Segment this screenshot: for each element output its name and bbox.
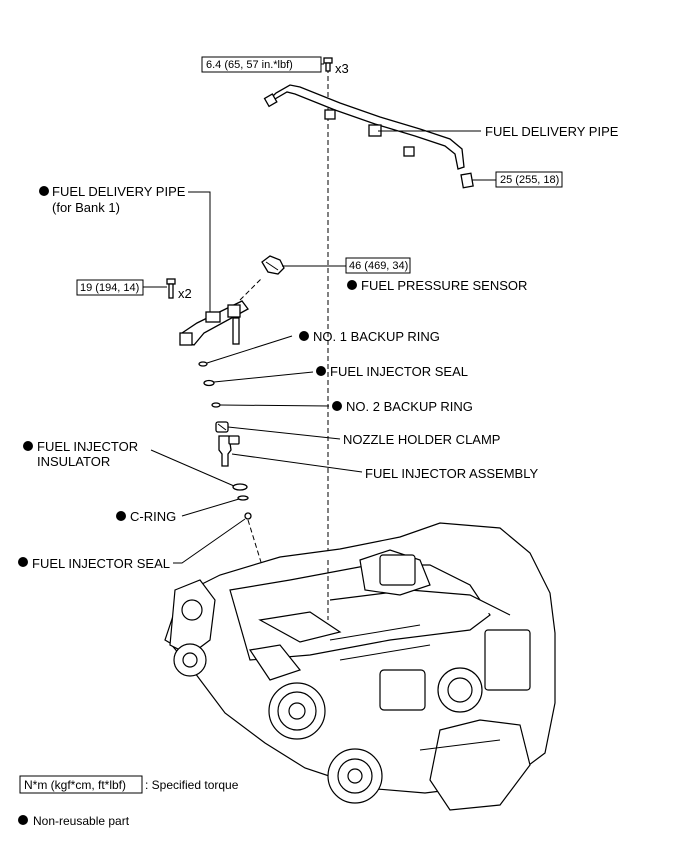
torque-bank1-bolts: 19 (194, 14) [80,282,139,294]
non-reusable-dot-icon [316,366,326,376]
non-reusable-dot-icon [299,331,309,341]
fuel-injector-insulator-drawing [232,483,248,491]
label-fuel-delivery-pipe-bank1: FUEL DELIVERY PIPE [52,184,186,199]
no2-backup-ring-drawing [211,402,221,408]
qty-top-bolts: x3 [335,61,349,76]
non-reusable-dot-icon [332,401,342,411]
non-reusable-dot-icon [18,557,28,567]
no1-backup-ring-drawing [198,361,208,367]
torque-top-bolts: 6.4 (65, 57 in.*lbf) [206,59,293,71]
torque-sensor: 46 (469, 34) [349,260,408,272]
label-fuel-delivery-pipe: FUEL DELIVERY PIPE [485,124,619,139]
non-reusable-dot-icon [23,441,33,451]
engine-assembly-drawing [164,522,556,811]
fuel-injector-seal-lower-drawing [244,512,252,520]
c-ring-drawing [237,495,249,501]
label-no2-backup-ring: NO. 2 BACKUP RING [346,399,473,414]
non-reusable-dot-icon [347,280,357,290]
torque-box-sensor [345,257,411,274]
fuel-injector-assembly-drawing [218,435,240,467]
label-fuel-injector-assembly: FUEL INJECTOR ASSEMBLY [365,466,538,481]
legend-torque-box [19,775,143,794]
legend-torque-desc: : Specified torque [145,778,239,792]
label-fuel-injector-insulator-1: FUEL INJECTOR [37,439,138,454]
label-no1-backup-ring: NO. 1 BACKUP RING [313,329,440,344]
fuel-injector-seal-upper-drawing [203,379,215,387]
fuel-pressure-sensor-drawing [261,255,285,275]
non-reusable-dot-icon [18,815,28,825]
legend-non-reusable: Non-reusable part [33,814,130,828]
delivery-pipe-bolt-icon [323,57,333,72]
non-reusable-dot-icon [116,511,126,521]
label-bank1-note: (for Bank 1) [52,200,120,215]
fuel-delivery-pipe-drawing [263,84,474,189]
nozzle-holder-clamp-drawing [215,421,229,433]
bank1-bolt-icon [166,278,176,299]
fuel-delivery-pipe-bank1-drawing [179,300,249,346]
label-fuel-injector-insulator-2: INSULATOR [37,454,110,469]
legend-torque-units: N*m (kgf*cm, ft*lbf) [24,778,126,792]
label-fuel-pressure-sensor: FUEL PRESSURE SENSOR [361,278,527,293]
label-fuel-injector-seal-lower: FUEL INJECTOR SEAL [32,556,170,571]
label-nozzle-holder-clamp: NOZZLE HOLDER CLAMP [343,432,500,447]
qty-bank1-bolts: x2 [178,286,192,301]
label-c-ring: C-RING [130,509,176,524]
non-reusable-dot-icon [39,186,49,196]
torque-pipe-union: 25 (255, 18) [500,174,559,186]
label-fuel-injector-seal-upper: FUEL INJECTOR SEAL [330,364,468,379]
